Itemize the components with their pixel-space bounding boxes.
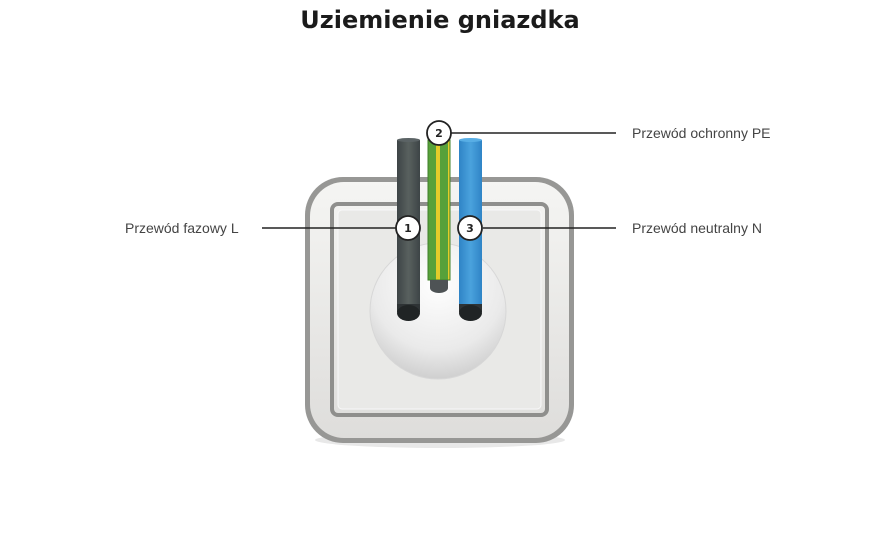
marker-neutral-number: 3 <box>466 222 474 235</box>
marker-phase: 1 <box>395 215 421 241</box>
marker-phase-number: 1 <box>404 222 412 235</box>
pe-wire <box>427 139 451 293</box>
marker-pe-number: 2 <box>435 127 443 140</box>
label-phase: Przewód fazowy L <box>125 220 239 236</box>
label-neutral: Przewód neutralny N <box>632 220 762 236</box>
marker-pe: 2 <box>426 120 452 146</box>
diagram-title: Uziemienie gniazdka <box>300 6 580 34</box>
marker-neutral: 3 <box>457 215 483 241</box>
label-pe: Przewód ochronny PE <box>632 125 771 141</box>
